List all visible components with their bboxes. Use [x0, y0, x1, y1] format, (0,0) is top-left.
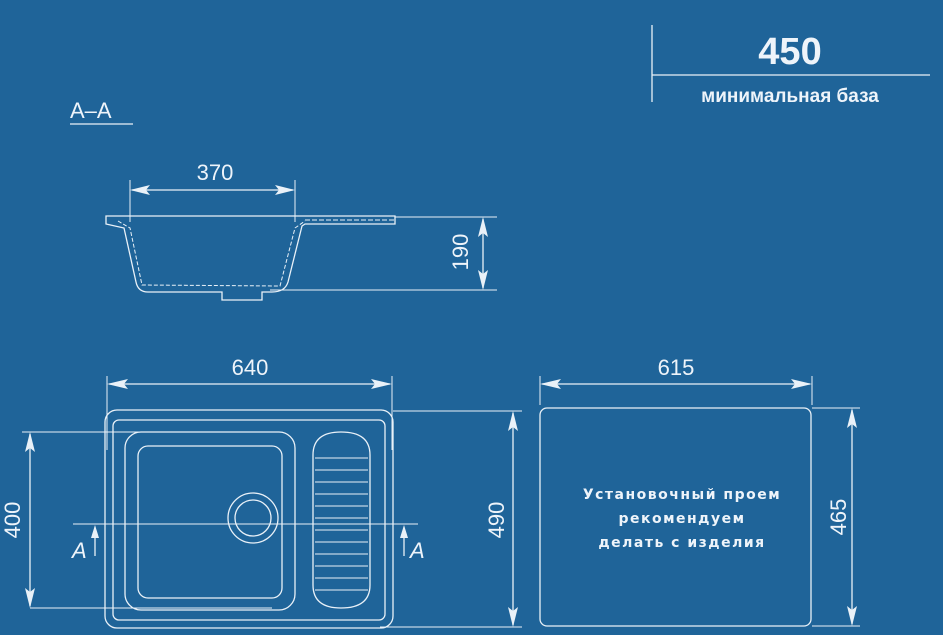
- cutout-note-line-1: Установочный проем: [583, 487, 781, 503]
- min-base-block: 450 минимальная база: [651, 25, 930, 107]
- plan-view: 640 400 A A 490: [0, 355, 522, 629]
- section-mark-left: A: [70, 538, 87, 563]
- cutout-note-line-2: рекомендуем: [618, 511, 745, 527]
- drainboard-ribs: [315, 457, 368, 591]
- dim-490: 490: [484, 502, 509, 539]
- cutout-view: 615 465 Установочный проем рекомендуем д…: [539, 355, 860, 627]
- cutout-note-line-3: делать с изделия: [598, 535, 765, 551]
- min-base-value: 450: [758, 31, 821, 73]
- dim-400: 400: [0, 502, 25, 539]
- min-base-label: минимальная база: [701, 86, 879, 107]
- section-title: А–А: [70, 98, 112, 123]
- dim-190: 190: [448, 234, 473, 271]
- section-mark-right: A: [408, 538, 425, 563]
- dim-615: 615: [658, 355, 695, 380]
- dim-640: 640: [232, 355, 269, 380]
- dim-465: 465: [826, 499, 851, 536]
- dim-370: 370: [197, 160, 234, 185]
- section-view: 370 190: [105, 160, 497, 301]
